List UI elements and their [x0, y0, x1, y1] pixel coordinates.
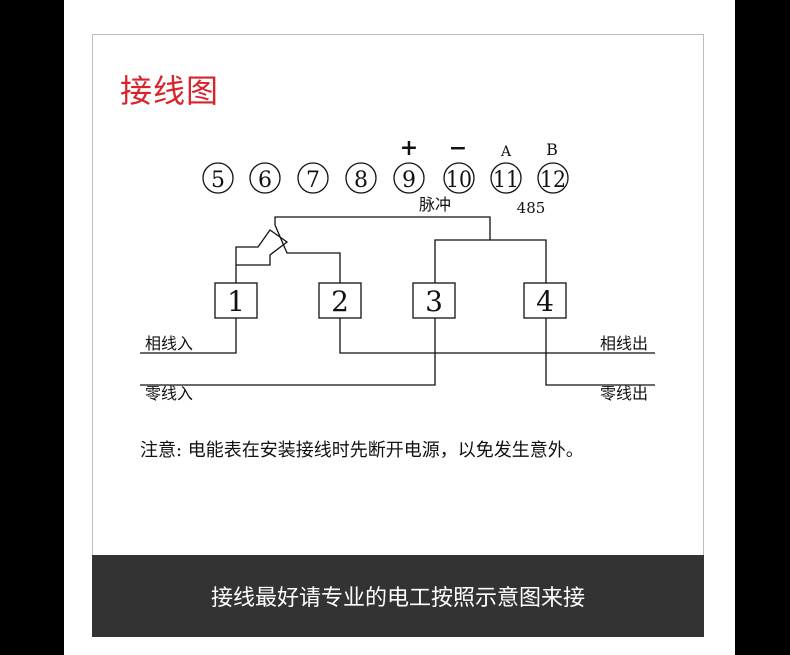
minus-sign: − — [449, 135, 467, 161]
wires — [140, 216, 655, 386]
terminal-5: 5 — [211, 168, 225, 193]
neutral-out-label: 零线出 — [600, 384, 648, 403]
terminal-6: 6 — [258, 168, 272, 193]
footer-banner: 接线最好请专业的电工按照示意图来接 — [92, 555, 704, 637]
safety-note: 注意: 电能表在安装接线时先断开电源，以免发生意外。 — [140, 440, 584, 461]
plus-sign: + — [400, 135, 418, 161]
terminal-11: 11 — [493, 168, 519, 193]
box-2-frame — [318, 282, 362, 319]
page-title: 接线图 — [120, 72, 220, 110]
terminal-10: 10 — [446, 168, 472, 193]
box-4-frame — [523, 282, 567, 319]
box-3: 3 — [425, 285, 443, 318]
label-a: A — [500, 144, 512, 160]
box-4: 4 — [536, 285, 554, 318]
terminal-circle-8 — [345, 162, 377, 194]
content-frame — [92, 34, 704, 637]
terminal-circle-5 — [202, 162, 234, 194]
terminal-circle-11 — [490, 162, 522, 194]
terminal-circle-10 — [443, 162, 475, 194]
box-1: 1 — [227, 285, 245, 318]
rs485-label: 485 — [517, 199, 546, 217]
phase-out-label: 相线出 — [600, 334, 648, 353]
terminal-8: 8 — [354, 168, 368, 193]
label-b: B — [546, 140, 558, 159]
box-2: 2 — [331, 285, 349, 318]
box-1-frame — [214, 282, 258, 319]
terminal-9: 9 — [402, 168, 416, 193]
terminal-circle-7 — [297, 162, 329, 194]
terminal-circle-12 — [537, 162, 569, 194]
left-black-bar — [0, 0, 64, 655]
phase-in-label: 相线入 — [145, 334, 193, 353]
pulse-label: 脉冲 — [419, 195, 451, 214]
box-3-frame — [412, 282, 456, 319]
footer-text: 接线最好请专业的电工按照示意图来接 — [210, 586, 585, 611]
terminal-circle-6 — [249, 162, 281, 194]
terminal-7: 7 — [306, 168, 320, 193]
neutral-in-label: 零线入 — [145, 384, 193, 403]
terminal-circle-9 — [393, 162, 425, 194]
terminal-12: 12 — [540, 168, 566, 193]
right-black-bar — [735, 0, 790, 655]
